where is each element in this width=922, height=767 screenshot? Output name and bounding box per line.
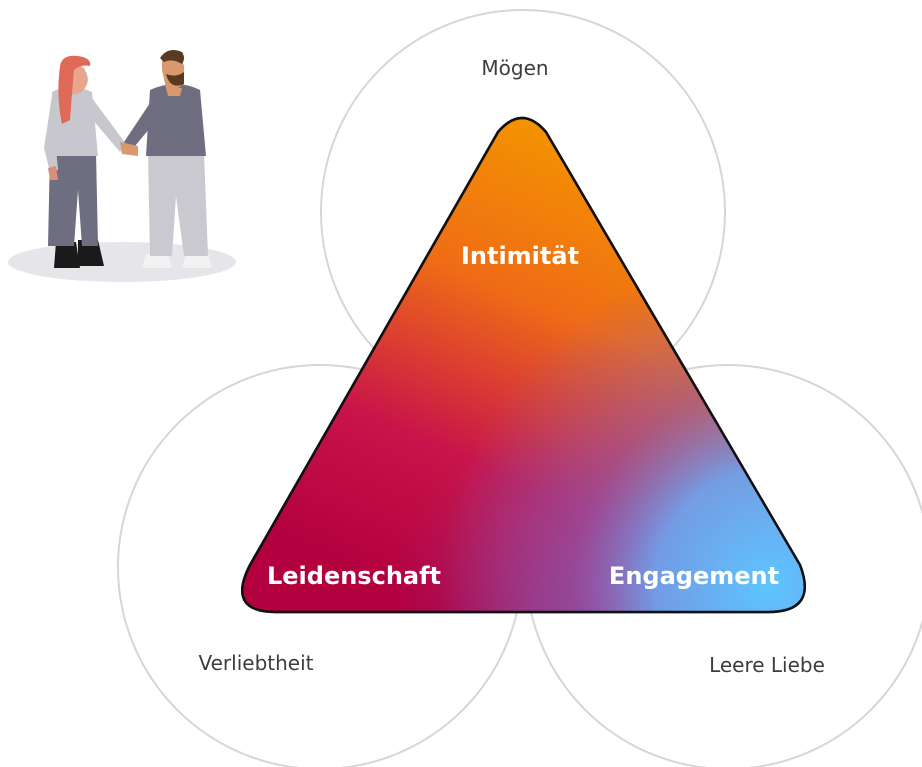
circle-label-bottom-right: Leere Liebe [709,653,825,677]
vertex-label-commitment: Engagement [609,562,779,590]
woman-figure-icon [44,55,126,268]
vertex-label-intimacy: Intimität [461,242,579,270]
circle-label-bottom-left: Verliebtheit [199,651,314,675]
circle-label-top: Mögen [481,56,548,80]
two-people-handshake-icon [8,50,236,282]
love-triangle [241,116,806,614]
vertex-label-passion: Leidenschaft [267,562,441,590]
man-figure-icon [120,50,212,268]
